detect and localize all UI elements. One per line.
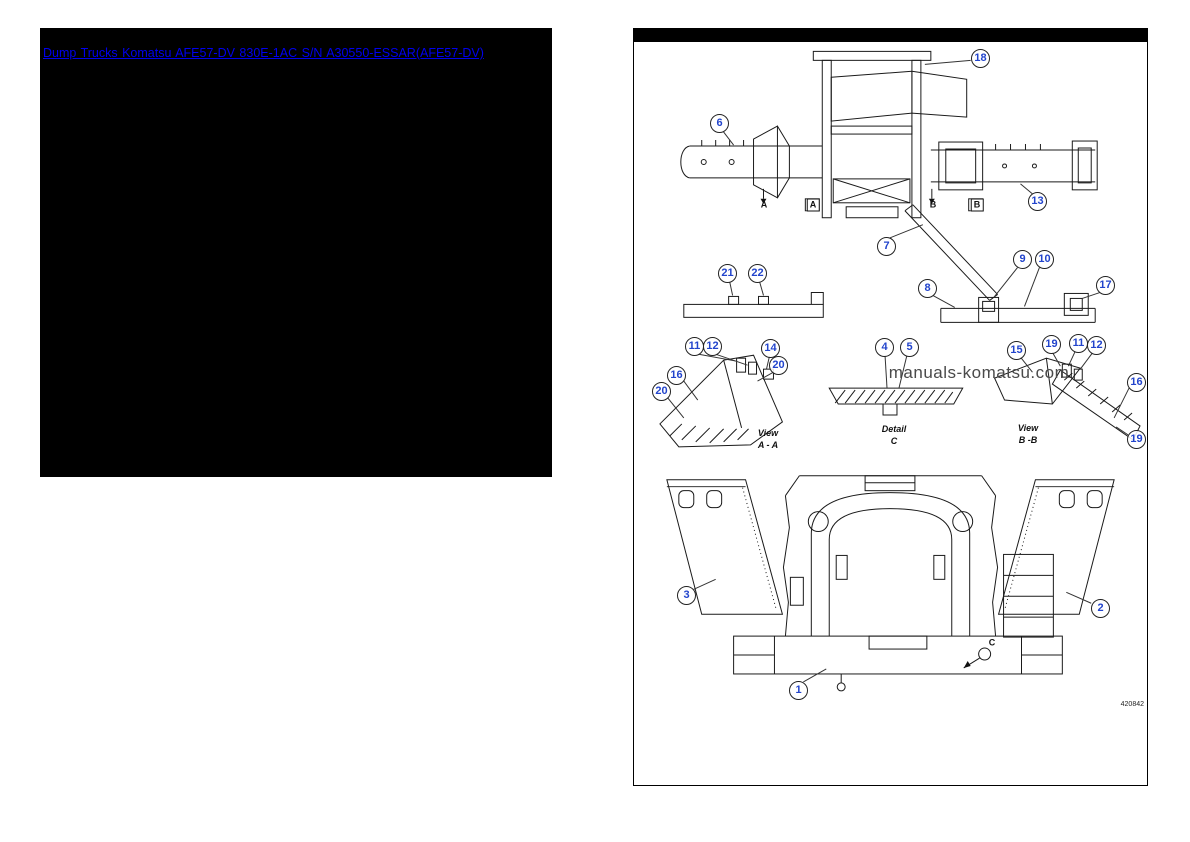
callout-19[interactable]: 19 xyxy=(1127,430,1146,449)
callout-22[interactable]: 22 xyxy=(748,264,767,283)
callout-11[interactable]: 11 xyxy=(685,337,704,356)
view-label-a-a-line1: View xyxy=(757,428,779,438)
view-label-b-b-line1: View xyxy=(1017,423,1039,433)
callout-10[interactable]: 10 xyxy=(1035,250,1054,269)
callout-13[interactable]: 13 xyxy=(1028,192,1047,211)
view-label-detail-c-line2: C xyxy=(890,435,898,446)
callout-5[interactable]: 5 xyxy=(900,338,919,357)
view-label-b-b: View B -B xyxy=(1018,423,1038,446)
drawing-number: 420842 xyxy=(1120,701,1144,708)
callout-12[interactable]: 12 xyxy=(703,337,722,356)
document-title-link[interactable]: Dump Trucks Komatsu AFE57-DV 830E-1AC S/… xyxy=(43,46,484,60)
view-label-detail-c-line1: Detail xyxy=(881,424,907,434)
callout-11[interactable]: 11 xyxy=(1069,334,1088,353)
callout-7[interactable]: 7 xyxy=(877,237,896,256)
callout-18[interactable]: 18 xyxy=(971,49,990,68)
callout-8[interactable]: 8 xyxy=(918,279,937,298)
watermark: manuals-komatsu.com xyxy=(888,363,1070,382)
view-label-a-a-line2: A - A xyxy=(757,439,779,450)
callout-17[interactable]: 17 xyxy=(1096,276,1115,295)
callout-9[interactable]: 9 xyxy=(1013,250,1032,269)
callout-3[interactable]: 3 xyxy=(677,586,696,605)
view-label-b-b-line2: B -B xyxy=(1018,434,1038,445)
callout-6[interactable]: 6 xyxy=(710,114,729,133)
diagram-header-bar xyxy=(634,29,1147,42)
callout-15[interactable]: 15 xyxy=(1007,341,1026,360)
parts-diagram-drawing xyxy=(659,50,1141,692)
parts-diagram-panel: manuals-komatsu.com View A - A Detail C … xyxy=(633,28,1148,786)
callout-2[interactable]: 2 xyxy=(1091,599,1110,618)
view-label-a-a: View A - A xyxy=(758,428,778,451)
callout-1[interactable]: 1 xyxy=(789,681,808,700)
callout-21[interactable]: 21 xyxy=(718,264,737,283)
callout-20[interactable]: 20 xyxy=(769,356,788,375)
left-black-panel: Dump Trucks Komatsu AFE57-DV 830E-1AC S/… xyxy=(40,28,552,477)
callout-14[interactable]: 14 xyxy=(761,339,780,358)
callout-16[interactable]: 16 xyxy=(667,366,686,385)
callout-20[interactable]: 20 xyxy=(652,382,671,401)
view-label-detail-c: Detail C xyxy=(882,424,907,447)
callout-4[interactable]: 4 xyxy=(875,338,894,357)
callout-12[interactable]: 12 xyxy=(1087,336,1106,355)
callout-19[interactable]: 19 xyxy=(1042,335,1061,354)
callout-16[interactable]: 16 xyxy=(1127,373,1146,392)
